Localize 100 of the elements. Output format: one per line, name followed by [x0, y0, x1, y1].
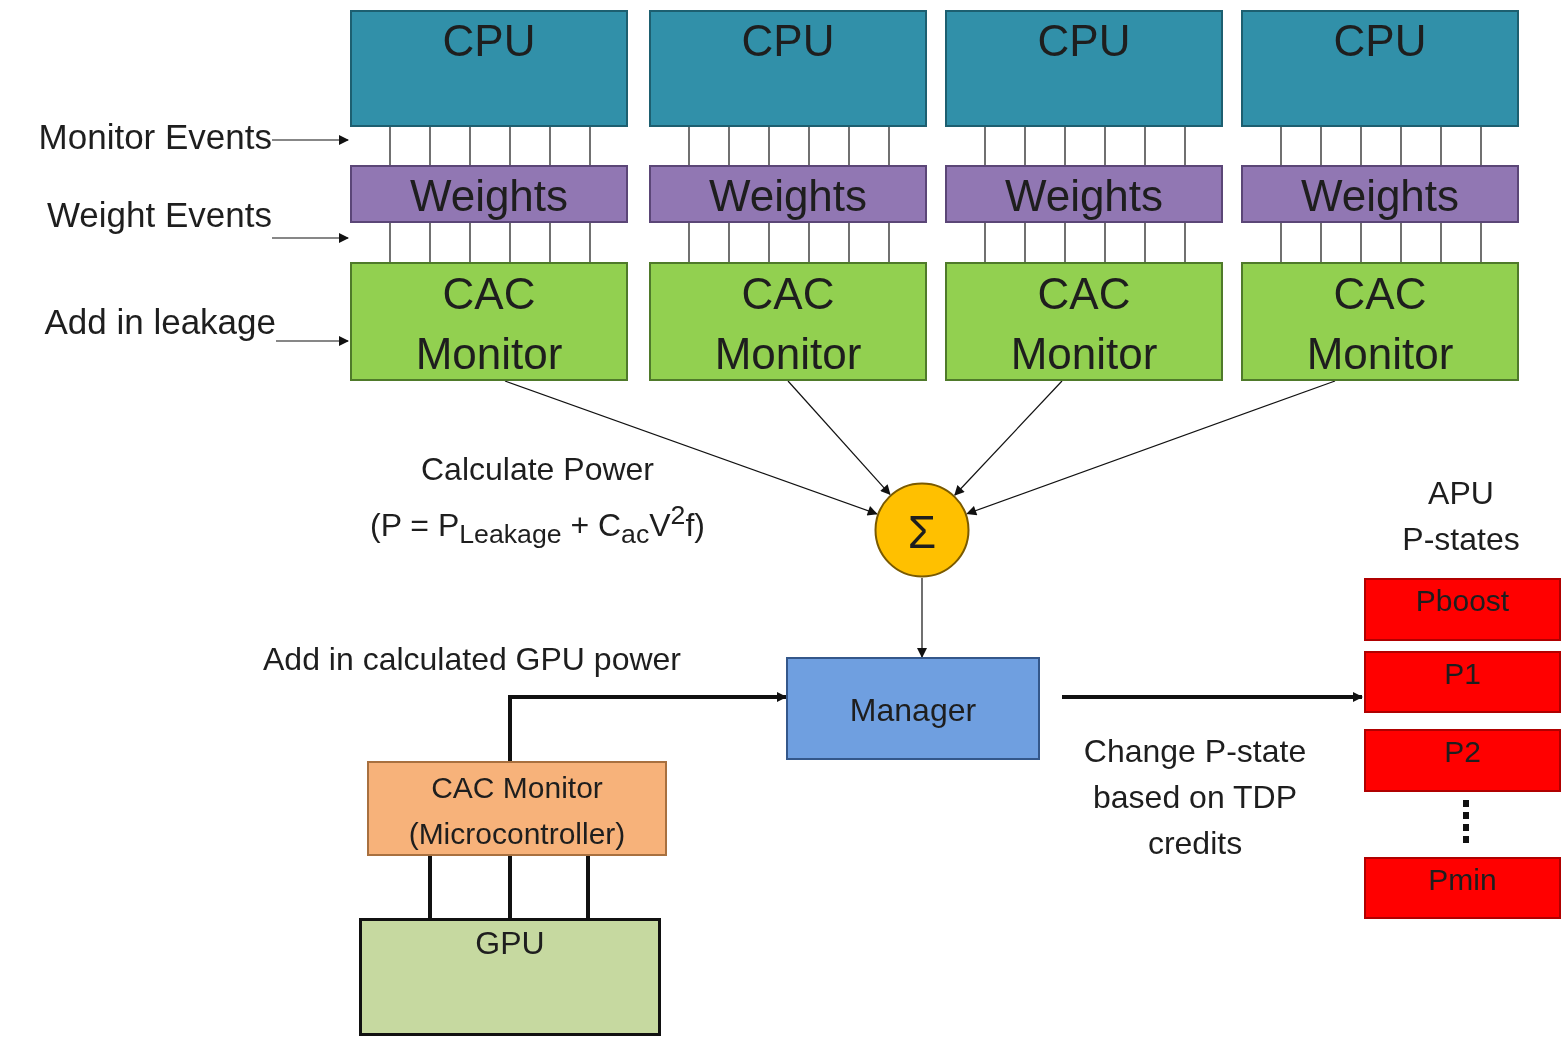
connector-line: [1400, 222, 1402, 263]
connector-line: [1104, 126, 1106, 166]
connector-line: [1480, 126, 1482, 166]
annotation-text: Monitor Events: [10, 118, 272, 158]
p-state-box: [1364, 857, 1561, 919]
box-label: Weights: [409, 171, 569, 221]
box-label: CAC Monitor: [414, 267, 564, 380]
p-state-box: [1364, 651, 1561, 713]
connector-line: [1280, 222, 1282, 263]
cac-monitor-box: [649, 262, 927, 381]
connector-line: [1440, 222, 1442, 263]
cpu-box: [350, 10, 628, 127]
weights-box: [945, 165, 1223, 223]
connector-line: [768, 126, 770, 166]
connector-line: [429, 222, 431, 263]
box-label: CAC Monitor: [713, 267, 863, 380]
arrow: [271, 135, 349, 145]
arrow: [271, 233, 349, 243]
note-text: P-states: [1401, 520, 1521, 559]
connector-line: [1400, 126, 1402, 166]
connector-line: [888, 126, 890, 166]
connector-line: [429, 126, 431, 166]
connector-line: [549, 126, 551, 166]
connector-line: [589, 126, 591, 166]
annotation-text: Add in leakage: [17, 303, 276, 347]
connector-line: [984, 126, 986, 166]
connector-line: [888, 222, 890, 263]
connector-line: [389, 126, 391, 166]
box-label: CPU: [741, 16, 835, 66]
connector-line: [984, 222, 986, 263]
box-label: CAC Monitor: [1305, 267, 1455, 380]
box-label: CAC Monitor: [1009, 267, 1159, 380]
sigma-symbol: Σ: [907, 505, 937, 559]
box-label: P2: [1444, 735, 1481, 769]
connector-line: [808, 222, 810, 263]
annotation-text: Weight Events: [14, 196, 272, 242]
connector-line: [589, 222, 591, 263]
connector-line: [1440, 126, 1442, 166]
connector-line: [1064, 222, 1066, 263]
connector-line: [808, 126, 810, 166]
box-label: Pboost: [1415, 584, 1510, 618]
cpu-box: [945, 10, 1223, 127]
microcontroller-box: [367, 761, 667, 856]
connector-line: [1104, 222, 1106, 263]
connector-line: [1320, 222, 1322, 263]
box-label: Pmin: [1428, 863, 1497, 897]
connector-line: [728, 126, 730, 166]
manager-box: [786, 657, 1040, 760]
connector-line: [848, 222, 850, 263]
connector-line: [509, 222, 511, 263]
connector-line: [509, 126, 511, 166]
connector-line: [1144, 126, 1146, 166]
cac-monitor-box: [1241, 262, 1519, 381]
connector-line: [549, 222, 551, 263]
connector-line: [1480, 222, 1482, 263]
arrow: [508, 692, 787, 761]
box-label: Weights: [708, 171, 868, 221]
cpu-box: [1241, 10, 1519, 127]
box-label: Weights: [1300, 171, 1460, 221]
cac-monitor-box: [945, 262, 1223, 381]
connector-line: [1320, 126, 1322, 166]
connector-line: [688, 222, 690, 263]
note-text: Calculate Power: [420, 450, 655, 489]
box-label: GPU: [475, 925, 545, 962]
connector-line: [768, 222, 770, 263]
cpu-box: [649, 10, 927, 127]
weights-box: [350, 165, 628, 223]
box-label: Weights: [1004, 171, 1164, 221]
connector-line: [586, 856, 590, 918]
connector-line: [508, 856, 512, 918]
note-text: APU: [1427, 474, 1495, 513]
connector-line: [1024, 222, 1026, 263]
connector-line: [1360, 222, 1362, 263]
connector-line: [728, 222, 730, 263]
connector-line: [1280, 126, 1282, 166]
cac-monitor-box: [350, 262, 628, 381]
gpu-box: [359, 918, 661, 1036]
connector-line: [428, 856, 432, 918]
connector-line: [469, 126, 471, 166]
connector-line: [848, 126, 850, 166]
box-label: Manager: [849, 692, 977, 729]
arrow: [1062, 692, 1363, 702]
box-label: CPU: [1037, 16, 1131, 66]
connector-line: [1024, 126, 1026, 166]
note-text: (P = P$_{Leakage}$ + C$_{ac}$V$^{2}$f): [369, 499, 706, 552]
connector-line: [389, 222, 391, 263]
arrow: [917, 577, 927, 658]
connector-line: [1144, 222, 1146, 263]
box-label: CAC Monitor (Microcontroller): [407, 769, 627, 852]
connector-line: [469, 222, 471, 263]
box-label: CPU: [1333, 16, 1427, 66]
connector-line: [1184, 126, 1186, 166]
box-label: P1: [1444, 657, 1481, 691]
connector-line: [688, 126, 690, 166]
connector-line: [1360, 126, 1362, 166]
box-label: CPU: [442, 16, 536, 66]
weights-box: [649, 165, 927, 223]
connector-line: [1184, 222, 1186, 263]
p-state-box: [1364, 729, 1561, 792]
arrow: [966, 380, 1336, 516]
